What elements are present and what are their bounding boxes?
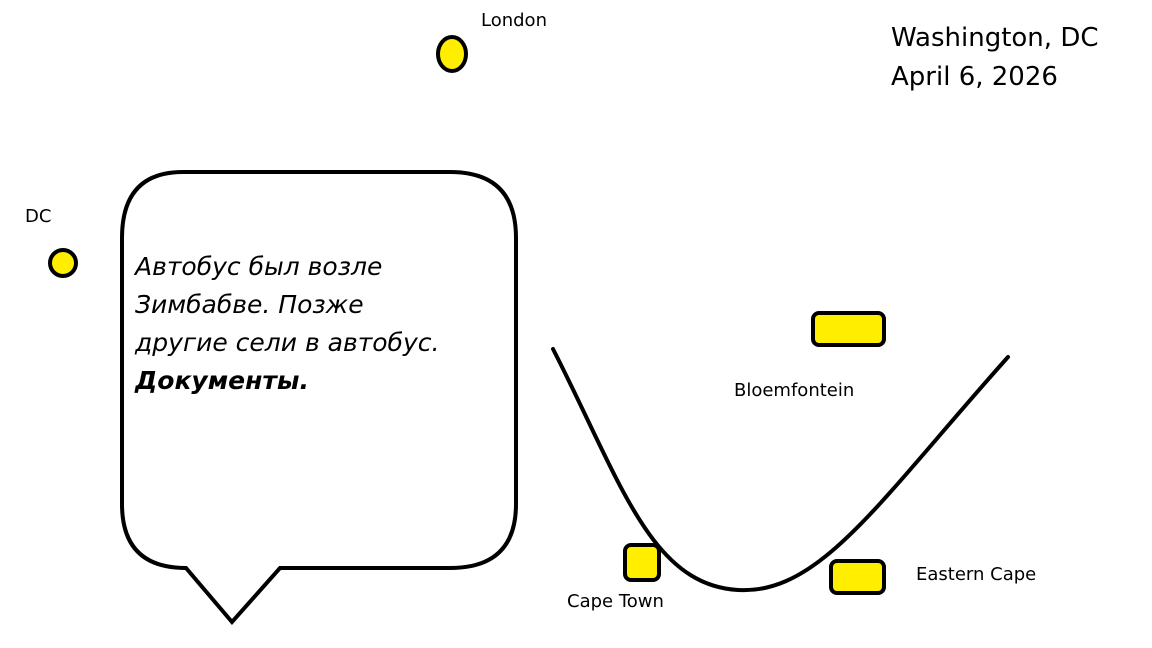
bloemfontein-label: Bloemfontein [734,380,855,401]
dc-marker-icon [48,248,78,278]
cape-town-label: Cape Town [567,591,664,612]
eastern-cape-label: Eastern Cape [916,564,1037,585]
speech-bubble-icon [120,170,518,626]
bloemfontein-marker-icon [811,311,886,347]
bubble-line-4: Документы. [135,366,309,395]
london-label: London [481,10,547,31]
bubble-line-2: Зимбабве. Позже [135,290,364,319]
header-date: April 6, 2026 [891,62,1058,92]
coastline-curve-icon [551,347,1010,593]
cape-town-marker-icon [623,543,661,582]
london-marker-icon [436,35,468,73]
speech-bubble-text: Автобус был возле Зимбабве. Позже другие… [135,248,495,400]
eastern-cape-marker-icon [829,559,886,595]
bubble-line-1: Автобус был возле [135,252,383,281]
header-location: Washington, DC [891,23,1099,53]
bubble-line-3: другие сели в автобус. [135,328,440,357]
dc-label: DC [25,206,52,227]
